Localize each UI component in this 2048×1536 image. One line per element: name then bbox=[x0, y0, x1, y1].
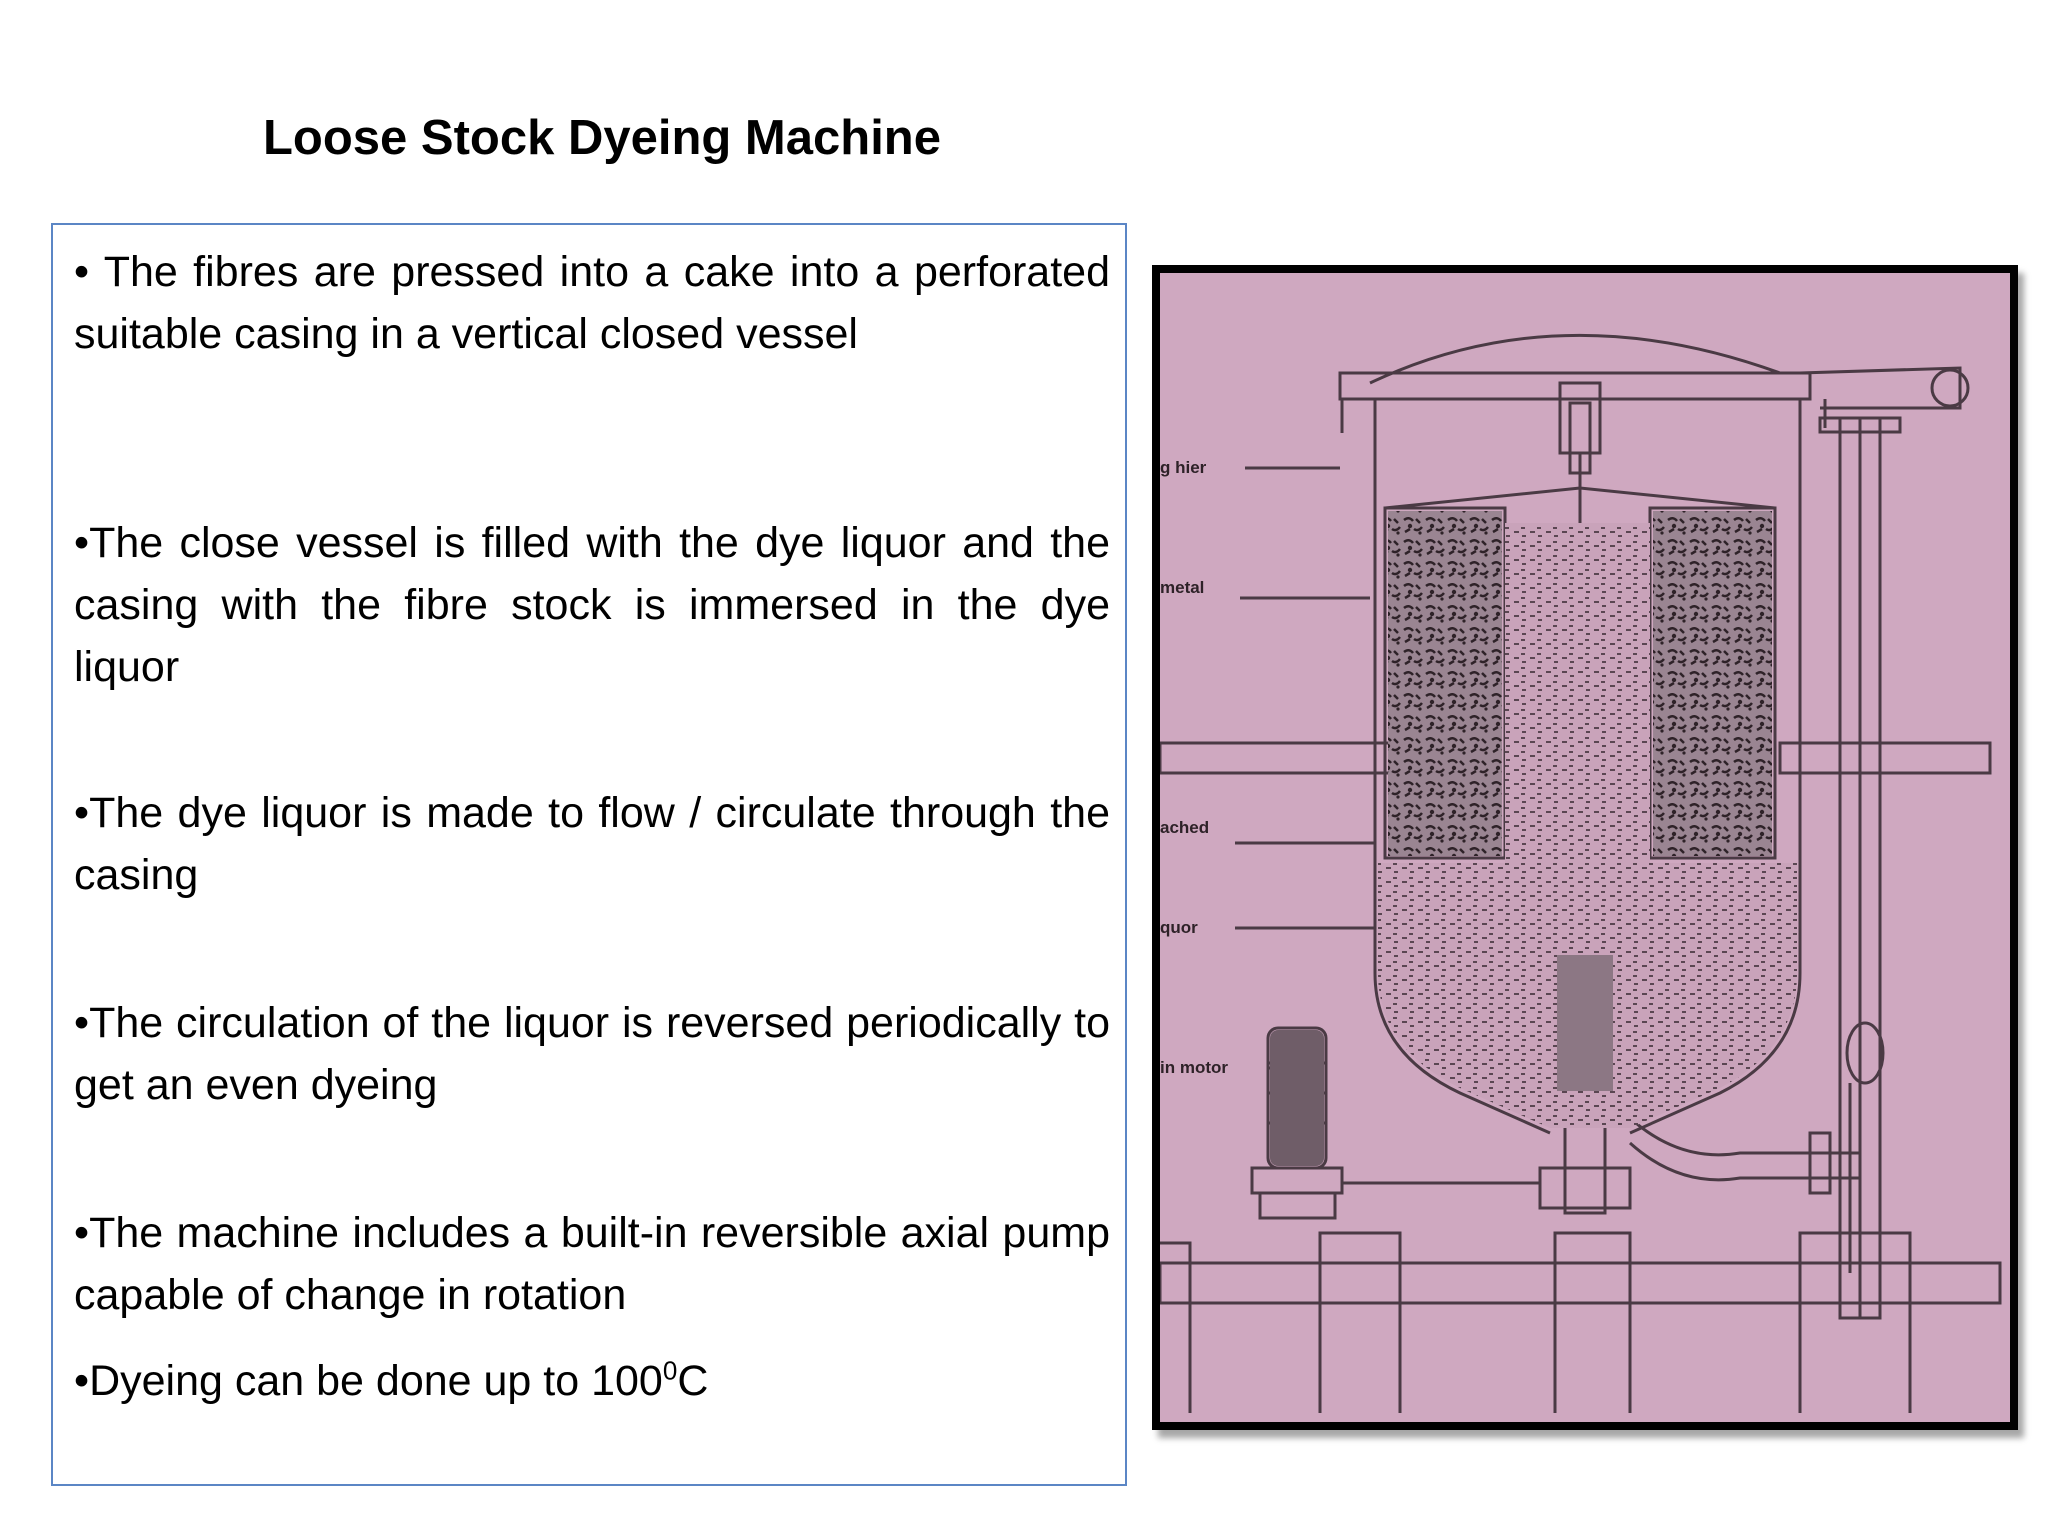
fibre-stock-right bbox=[1653, 511, 1772, 856]
bullet-item: • The fibres are pressed into a cake int… bbox=[74, 241, 1110, 365]
fibre-stock-left bbox=[1388, 511, 1502, 856]
central-liquor-column bbox=[1505, 523, 1650, 863]
bullet-marker: • bbox=[74, 1357, 90, 1405]
bullet-text: The fibres are pressed into a cake into … bbox=[74, 248, 1110, 358]
pump-housing bbox=[1557, 955, 1613, 1091]
loose-stock-dyeing-machine-diagram: g hier metal ached quor in motor bbox=[1160, 333, 2002, 1413]
bullet-item: •The circulation of the liquor is revers… bbox=[74, 992, 1110, 1116]
bullet-item: •The close vessel is filled with the dye… bbox=[74, 512, 1110, 698]
bullet-text: The machine includes a built-in reversib… bbox=[74, 1209, 1110, 1319]
bullet-marker: • bbox=[74, 789, 90, 837]
machine-diagram-frame: g hier metal ached quor in motor bbox=[1152, 265, 2018, 1430]
bullet-item: •The dye liquor is made to flow / circul… bbox=[74, 782, 1110, 906]
bullet-text: The dye liquor is made to flow / circula… bbox=[74, 789, 1110, 899]
motor-body bbox=[1270, 1030, 1324, 1166]
bullet-marker: • bbox=[74, 248, 104, 296]
callout-label: g hier bbox=[1160, 458, 1207, 477]
bullet-text: Dyeing can be done up to 100 bbox=[89, 1357, 663, 1405]
bullet-suffix: C bbox=[677, 1357, 709, 1405]
bullet-marker: • bbox=[74, 1209, 90, 1257]
bullet-marker: • bbox=[74, 519, 90, 567]
bullet-text: The circulation of the liquor is reverse… bbox=[74, 999, 1110, 1109]
bullet-list-box: • The fibres are pressed into a cake int… bbox=[51, 223, 1127, 1486]
bullet-marker: • bbox=[74, 999, 90, 1047]
callout-label: ached bbox=[1160, 818, 1209, 837]
callout-label: quor bbox=[1160, 918, 1198, 937]
degree-superscript: 0 bbox=[662, 1355, 678, 1386]
callout-label: in motor bbox=[1160, 1058, 1228, 1077]
bullet-item: •The machine includes a built-in reversi… bbox=[74, 1202, 1110, 1326]
bullet-text: The close vessel is filled with the dye … bbox=[74, 519, 1110, 691]
slide-title: Loose Stock Dyeing Machine bbox=[263, 111, 941, 165]
callout-label: metal bbox=[1160, 578, 1204, 597]
bullet-item: •Dyeing can be done up to 1000C bbox=[74, 1350, 1110, 1412]
